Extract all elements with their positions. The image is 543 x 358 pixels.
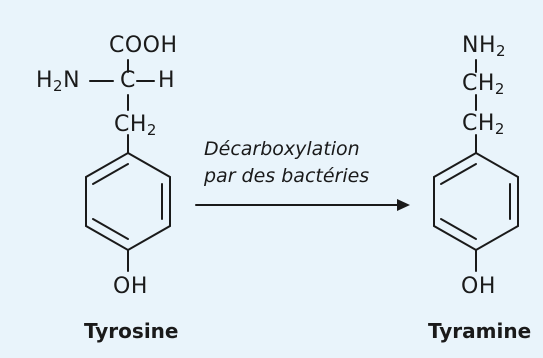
tyrosine-methylene-ch: CH: [114, 112, 147, 137]
tyramine-ring-double-3: [440, 218, 477, 240]
tyramine-amine-sub: 2: [496, 42, 507, 60]
tyramine-methylene-2-label: CH2: [462, 111, 505, 138]
tyrosine-carboxyl-label: COOH: [109, 33, 178, 58]
tyrosine-amine-n: N: [63, 68, 81, 93]
tyrosine-amine-h: H: [36, 68, 54, 93]
tyramine-methylene-1-ch: CH: [462, 71, 495, 96]
reaction-arrow-head: [397, 199, 410, 211]
tyramine-methylene-1-label: CH2: [462, 71, 505, 98]
tyrosine-methylene-sub: 2: [146, 121, 157, 139]
reaction-condition-line2: par des bactéries: [204, 165, 370, 187]
tyrosine-hydroxyl-label: OH: [113, 274, 148, 299]
tyramine-name: Tyramine: [428, 319, 532, 343]
tyrosine-ring-double-3: [92, 218, 129, 240]
tyramine-amine-label: NH2: [462, 33, 507, 60]
tyrosine-alpha-carbon-label: C: [120, 68, 136, 93]
tyrosine-benzene-ring: [85, 151, 171, 252]
tyrosine-amine-sub: 2: [53, 77, 64, 95]
tyrosine-amine-label: H2N: [36, 68, 81, 95]
tyrosine-ring-double-2: [92, 163, 129, 185]
tyrosine-hydrogen-label: H: [158, 68, 176, 93]
tyramine-methylene-1-sub: 2: [494, 80, 505, 98]
tyramine-methylene-2-sub: 2: [494, 120, 505, 138]
reaction-condition-line1: Décarboxylation: [204, 138, 360, 160]
tyramine-benzene-ring: [433, 151, 519, 252]
tyramine-amine-nh: NH: [462, 33, 496, 58]
tyramine-ring-double-2: [440, 163, 477, 185]
tyramine-hydroxyl-label: OH: [461, 274, 496, 299]
tyramine-methylene-2-ch: CH: [462, 111, 495, 136]
tyrosine-methylene-label: CH2: [114, 112, 157, 139]
tyrosine-name: Tyrosine: [84, 319, 179, 343]
